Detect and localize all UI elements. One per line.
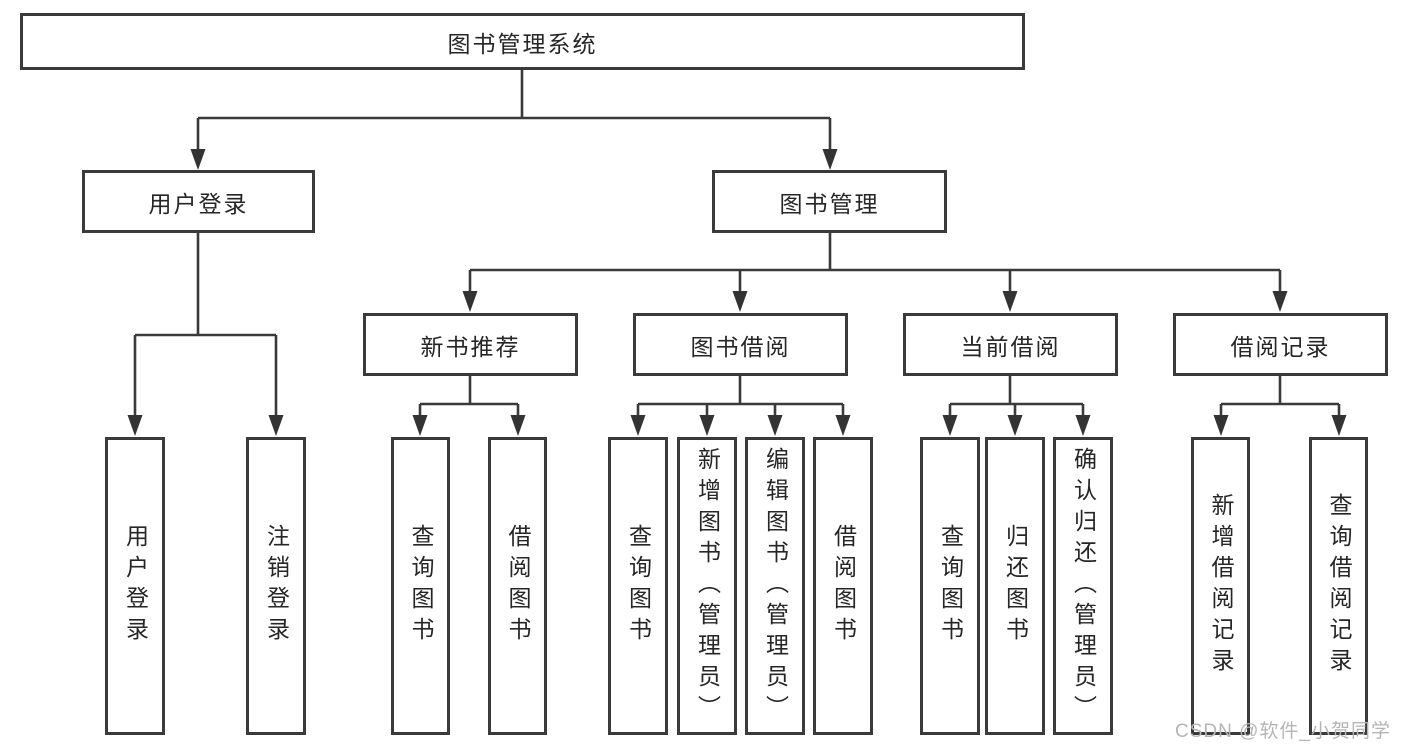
leaf-borrow-book-1: 借阅图书 [488, 437, 547, 735]
leaf-query-book-3-label: 查询图书 [937, 524, 964, 648]
arrowhead [1007, 415, 1023, 436]
leaf-borrow-book-2-label: 借阅图书 [830, 524, 857, 648]
arrowhead [699, 415, 715, 436]
arrowhead [1272, 291, 1288, 312]
node-root-label: 图书管理系统 [447, 30, 598, 57]
leaf-query-book-1-label: 查询图书 [408, 524, 434, 648]
node-book-management: 图书管理 [712, 170, 947, 233]
arrowhead [942, 415, 958, 436]
node-book-borrowing-label: 图书借阅 [690, 333, 791, 360]
leaf-confirm-return-admin: 确认归还（管理员） [1053, 437, 1113, 735]
leaf-edit-book-admin-label: 编辑图书（管理员） [762, 446, 789, 726]
leaf-user-login-label: 用户登录 [122, 524, 149, 648]
node-current-borrowing: 当前借阅 [903, 313, 1118, 376]
leaf-add-book-admin: 新增图书（管理员） [677, 437, 737, 735]
leaf-query-book-1: 查询图书 [391, 437, 450, 735]
node-borrowing-records: 借阅记录 [1173, 313, 1388, 376]
csdn-watermark: CSDN @软件_小贺同学 [1175, 721, 1391, 742]
node-new-book-recommend: 新书推荐 [363, 313, 578, 376]
leaf-query-book-2: 查询图书 [608, 437, 668, 735]
leaf-add-borrow-record: 新增借阅记录 [1191, 437, 1250, 735]
arrowhead [822, 149, 838, 170]
arrowhead [1331, 415, 1347, 436]
connector-new-book-rec-children [412, 376, 526, 436]
arrowhead [1213, 415, 1229, 436]
connector-user-login-children [127, 233, 284, 436]
connector-root-to-level2 [190, 70, 838, 170]
arrowhead [1075, 415, 1091, 436]
leaf-add-book-admin-label: 新增图书（管理员） [694, 446, 721, 726]
leaf-logout: 注销登录 [246, 437, 306, 735]
arrowhead [190, 149, 206, 170]
connector-book-mgmt-to-level3 [462, 233, 1288, 312]
node-root-system: 图书管理系统 [20, 13, 1025, 70]
node-book-borrowing: 图书借阅 [633, 313, 848, 376]
leaf-query-borrow-record-label: 查询借阅记录 [1326, 493, 1352, 679]
leaf-add-borrow-record-label: 新增借阅记录 [1208, 493, 1234, 679]
arrowhead [767, 415, 783, 436]
leaf-query-borrow-record: 查询借阅记录 [1309, 437, 1368, 735]
leaf-confirm-return-admin-label: 确认归还（管理员） [1070, 446, 1097, 726]
node-new-book-recommend-label: 新书推荐 [420, 333, 521, 360]
arrowhead [732, 291, 748, 312]
connector-current-borrow-children [942, 376, 1091, 436]
leaf-borrow-book-2: 借阅图书 [813, 437, 873, 735]
arrowhead [1002, 291, 1018, 312]
arrowhead [127, 415, 143, 436]
arrowhead [630, 415, 646, 436]
arrowhead [412, 415, 428, 436]
leaf-borrow-book-1-label: 借阅图书 [505, 524, 531, 648]
node-borrowing-records-label: 借阅记录 [1230, 333, 1331, 360]
leaf-user-login: 用户登录 [105, 437, 165, 735]
leaf-logout-label: 注销登录 [263, 524, 290, 648]
leaf-query-book-3: 查询图书 [920, 437, 980, 735]
arrowhead [510, 415, 526, 436]
leaf-return-book: 归还图书 [985, 437, 1045, 735]
arrowhead [268, 415, 284, 436]
connector-borrow-record-children [1213, 376, 1347, 436]
arrowhead [462, 291, 478, 312]
node-book-management-label: 图书管理 [779, 190, 880, 217]
node-user-login-label: 用户登录 [148, 190, 249, 217]
leaf-edit-book-admin: 编辑图书（管理员） [745, 437, 805, 735]
connector-book-borrow-children [630, 376, 851, 436]
node-user-login: 用户登录 [82, 170, 315, 233]
arrowhead [835, 415, 851, 436]
leaf-return-book-label: 归还图书 [1002, 524, 1029, 648]
leaf-query-book-2-label: 查询图书 [625, 524, 652, 648]
node-current-borrowing-label: 当前借阅 [960, 333, 1061, 360]
